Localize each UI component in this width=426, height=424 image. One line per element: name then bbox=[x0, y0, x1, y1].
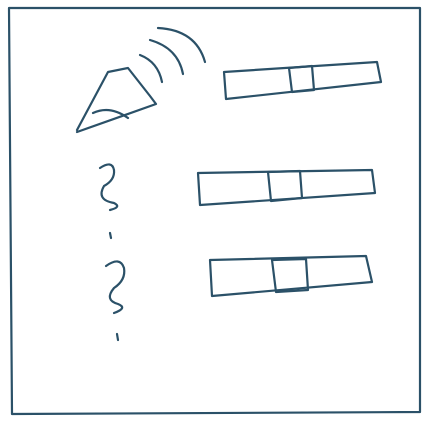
question-mark-icon bbox=[98, 163, 119, 240]
slider-thumb bbox=[270, 257, 310, 294]
slider-track bbox=[222, 60, 383, 101]
slider-thumb bbox=[266, 169, 304, 203]
question-mark-icon bbox=[104, 260, 126, 342]
slider-row-3[interactable] bbox=[208, 254, 374, 298]
slider-track bbox=[208, 254, 374, 298]
slider-track bbox=[196, 168, 377, 207]
wifi-signal-icon bbox=[75, 26, 207, 134]
slider-row-1[interactable] bbox=[222, 60, 383, 101]
slider-row-2[interactable] bbox=[196, 168, 377, 207]
slider-thumb bbox=[287, 64, 316, 94]
frame-border bbox=[7, 6, 422, 416]
